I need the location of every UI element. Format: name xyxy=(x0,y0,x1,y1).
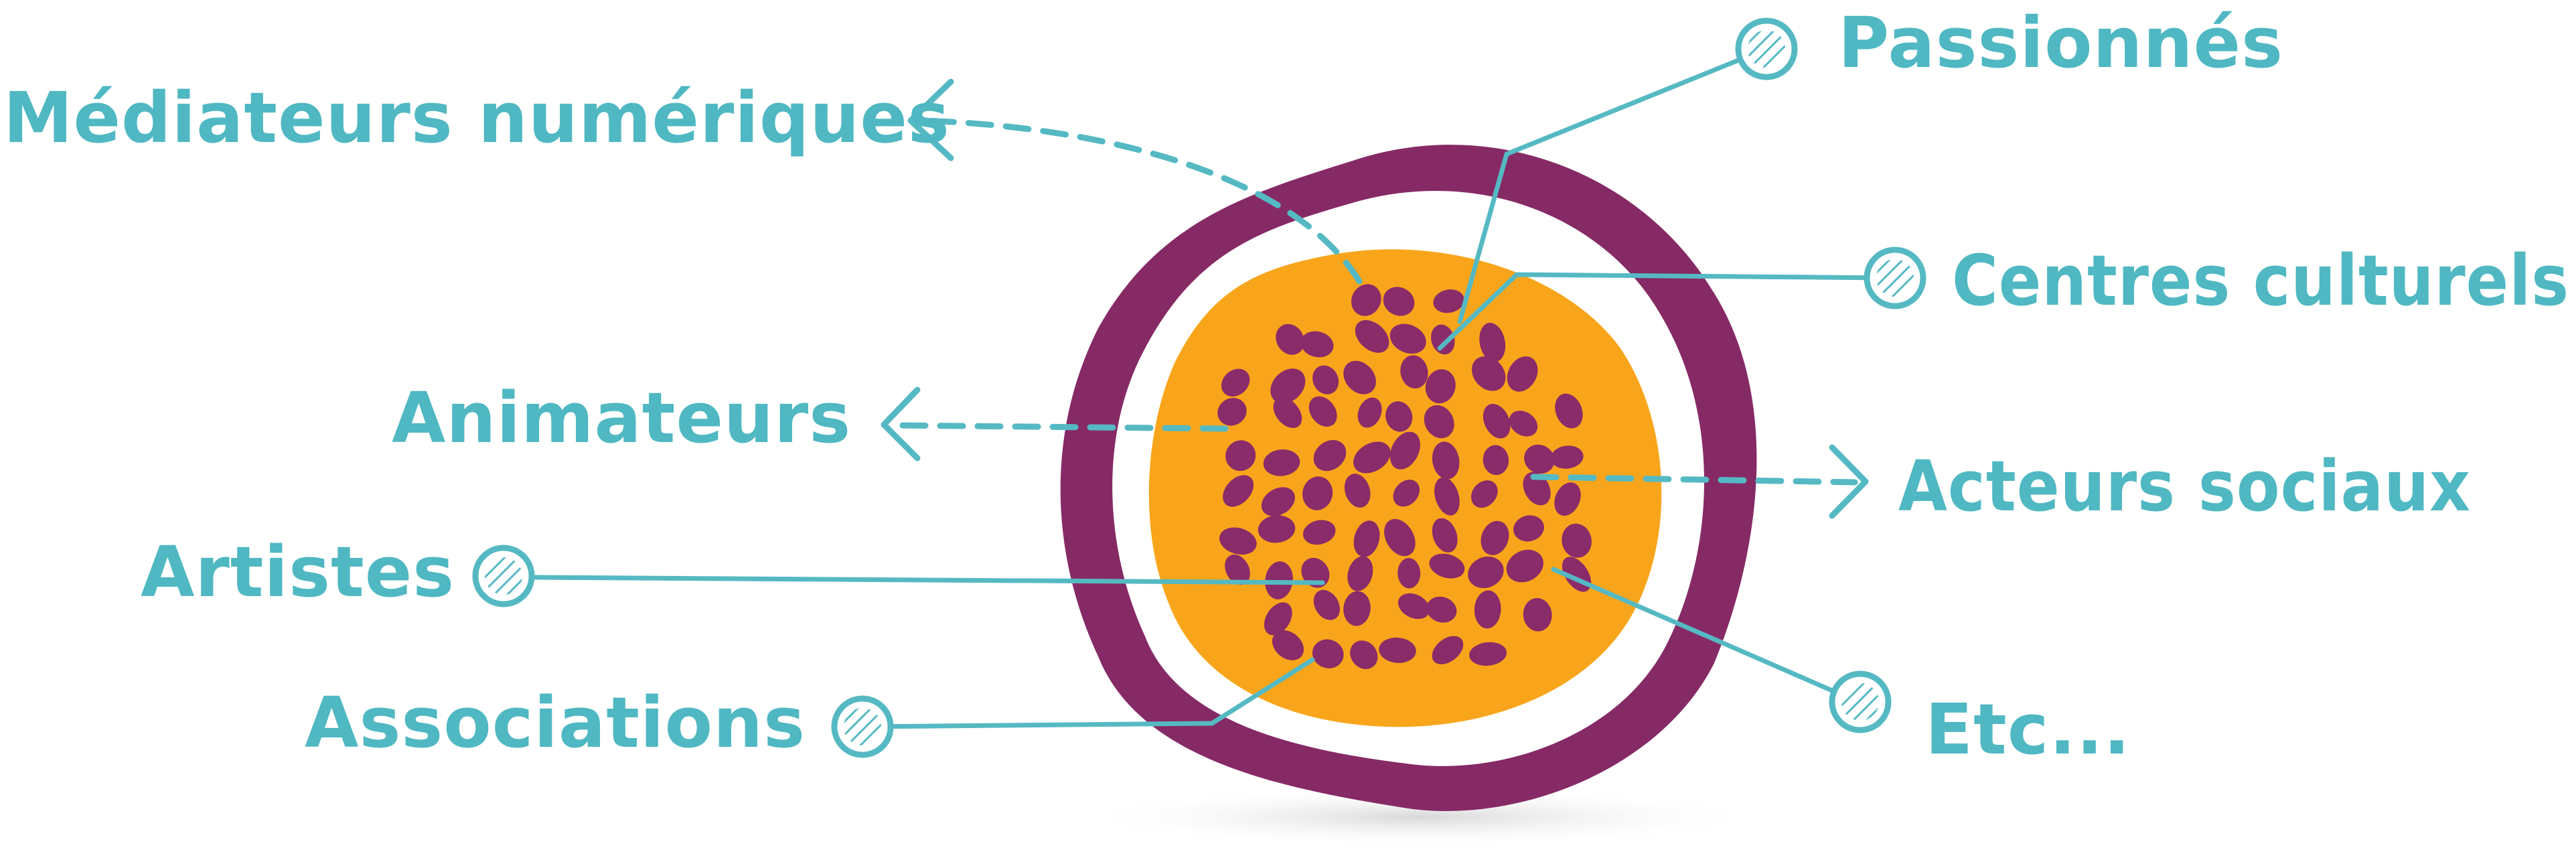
label-artistes: Artistes xyxy=(141,531,455,613)
dot-associations xyxy=(834,699,891,755)
dot-etc xyxy=(1832,674,1888,730)
dot-passionnes xyxy=(1738,21,1795,77)
connector-animateurs xyxy=(894,425,1225,429)
label-associations: Associations xyxy=(305,682,806,764)
label-passionnes: Passionnés xyxy=(1838,2,2283,84)
label-animateurs: Animateurs xyxy=(392,377,851,459)
dot-artistes xyxy=(475,548,532,604)
label-etc: Etc... xyxy=(1925,689,2131,770)
label-centres: Centres culturels xyxy=(1952,240,2569,321)
dot-centres xyxy=(1867,250,1923,306)
label-mediateurs: Médiateurs numériques xyxy=(3,77,950,159)
label-acteurs: Acteurs sociaux xyxy=(1898,445,2471,527)
